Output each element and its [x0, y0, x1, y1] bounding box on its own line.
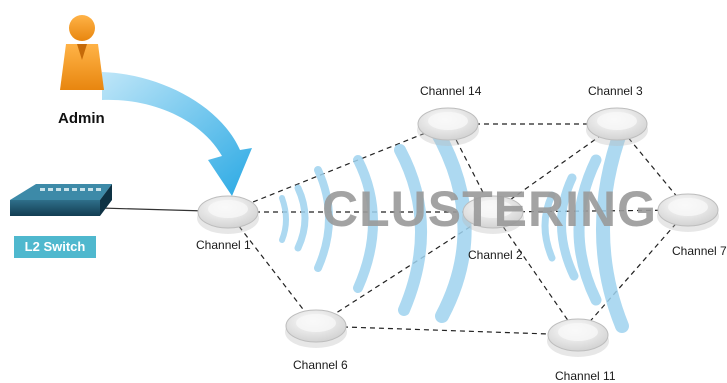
- clustering-title: CLUSTERING: [322, 181, 657, 237]
- node-label-channel-7: Channel 7: [672, 244, 727, 258]
- switch-link: [99, 207, 207, 212]
- node-label-channel-6: Channel 6: [293, 358, 348, 372]
- node-label-channel-11: Channel 11: [555, 369, 616, 383]
- network-switch-icon: [10, 184, 112, 216]
- node-label-channel-14: Channel 14: [420, 84, 482, 98]
- switch-label: L2 Switch: [14, 236, 96, 258]
- node-label-channel-1: Channel 1: [196, 238, 251, 252]
- node-label-channel-2: Channel 2: [468, 248, 523, 262]
- admin-label: Admin: [58, 110, 105, 127]
- curved-arrow-icon: [102, 72, 252, 196]
- node-label-channel-3: Channel 3: [588, 84, 643, 98]
- person-icon: [60, 15, 104, 90]
